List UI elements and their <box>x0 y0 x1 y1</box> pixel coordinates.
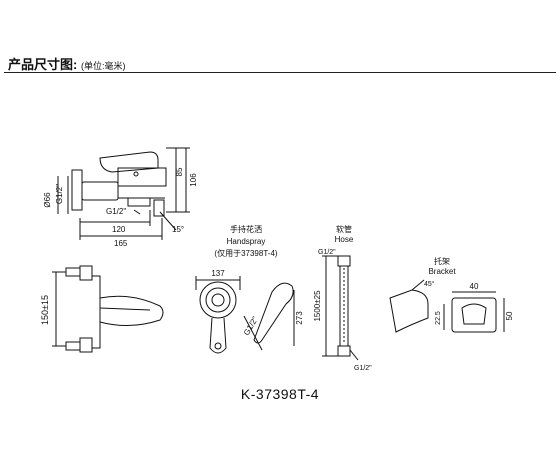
dim-45deg: 45° <box>424 280 435 288</box>
spout-line <box>99 307 151 311</box>
connector-bottom <box>79 337 93 353</box>
bracket-title-en: Bracket <box>428 267 456 276</box>
header-title: 产品尺寸图: <box>8 57 78 72</box>
dim-g12-left: G1/2" <box>55 184 64 204</box>
dim-85: 85 <box>175 167 184 176</box>
dim-g12-hose-top: G1/2" <box>318 249 336 256</box>
dim-15deg: 15° <box>172 225 184 234</box>
faucet-wall-connector <box>81 181 119 201</box>
leader <box>349 349 359 361</box>
dim-1500: 1500±25 <box>313 290 322 322</box>
header-rule <box>4 72 556 73</box>
dim-g12-bottom: G1/2" <box>106 207 126 216</box>
bracket-slot <box>461 303 487 325</box>
handspray-note: (仅用于37398T-4) <box>214 248 277 258</box>
escutcheon-bottom <box>65 341 81 351</box>
hose-drawing <box>322 255 359 361</box>
faucet-side-view <box>57 147 190 240</box>
spray-face <box>199 281 237 319</box>
faucet-escutcheon <box>71 169 83 211</box>
handspray-drawing <box>195 276 295 354</box>
hose-title-en: Hose <box>335 235 354 244</box>
dim-273: 273 <box>295 311 304 325</box>
faucet-front-view <box>52 265 164 353</box>
bracket-drawing <box>389 279 505 333</box>
connector-top <box>79 265 93 281</box>
escutcheon-top <box>65 267 81 277</box>
faucet-body <box>117 167 167 187</box>
dim-g12-hose-bottom: G1/2" <box>354 365 372 372</box>
page-header: 产品尺寸图: (单位:毫米) <box>8 54 125 73</box>
spray-handle <box>209 317 227 354</box>
dim-40: 40 <box>470 282 479 291</box>
faucet-spout <box>127 198 151 207</box>
spray-center <box>211 293 225 307</box>
dim-50: 50 <box>505 311 514 320</box>
bracket-title-cn: 托架 <box>434 256 450 266</box>
model-number: K-37398T-4 <box>240 386 320 402</box>
dim-165: 165 <box>114 239 128 248</box>
faucet-screw <box>133 171 139 177</box>
spray-handle-end <box>214 342 222 350</box>
faucet-diverter <box>153 199 165 217</box>
faucet-spout-front <box>99 295 164 326</box>
bracket-front-view <box>451 297 497 333</box>
spray-side-view <box>253 282 294 344</box>
hose-fitting-bottom <box>337 345 351 357</box>
handspray-title-en: Handspray <box>227 237 266 246</box>
leader <box>411 279 425 291</box>
header-unit: (单位:毫米) <box>80 61 126 71</box>
dim-22-5: 22.5 <box>435 311 442 325</box>
leader <box>243 315 263 351</box>
leader <box>133 209 141 215</box>
spray-nozzle-ring <box>205 287 231 313</box>
bracket-side-view <box>389 289 429 333</box>
dim-150: 150±15 <box>40 295 50 325</box>
faucet-handle <box>99 151 159 173</box>
handspray-title-cn: 手持花洒 <box>230 224 262 234</box>
faucet-body <box>92 275 101 349</box>
hose-title-cn: 软管 <box>336 224 352 234</box>
leader <box>159 211 177 231</box>
dim-120: 120 <box>112 225 126 234</box>
hose-fitting-top <box>337 255 351 267</box>
dim-106: 106 <box>189 173 198 187</box>
dim-137: 137 <box>211 269 225 278</box>
dim-d66: Ø66 <box>43 192 52 208</box>
